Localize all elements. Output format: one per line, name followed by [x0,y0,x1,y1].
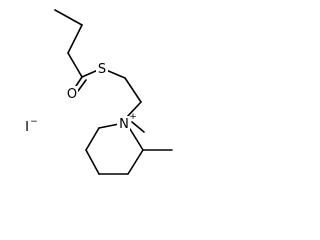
chemical-structure: O S N + I − [25,9,173,175]
bond-c2-c3-ring [127,149,144,175]
bond-c3-c4 [67,52,83,78]
bond-c2-c3 [67,24,83,54]
oxygen-atom: O [66,86,78,102]
sulfur-label: S [98,62,106,77]
sulfur-atom: S [96,61,108,77]
bond-c5-c6-ring [85,127,100,151]
nitrogen-atom: N + [117,112,137,132]
oxygen-label: O [67,87,77,102]
bond-c1-c2 [54,9,83,26]
nitrogen-charge: + [129,112,137,122]
bond-ch2-ch2 [124,77,142,103]
iodide-charge: − [30,117,38,127]
nitrogen-label: N [119,117,129,132]
bond-n-methyl [131,121,145,133]
bond-s-ch2 [105,69,126,79]
bond-carbonyl-s [81,69,99,78]
iodide-label: I [25,120,29,135]
bond-ch2-n [125,101,142,119]
iodide-ion: I − [25,117,38,135]
bond-c4-c5-ring [85,149,100,175]
bond-c6-n [98,123,120,129]
bond-n-c2 [129,128,144,151]
bond-carbonyl-o-2 [77,79,87,92]
